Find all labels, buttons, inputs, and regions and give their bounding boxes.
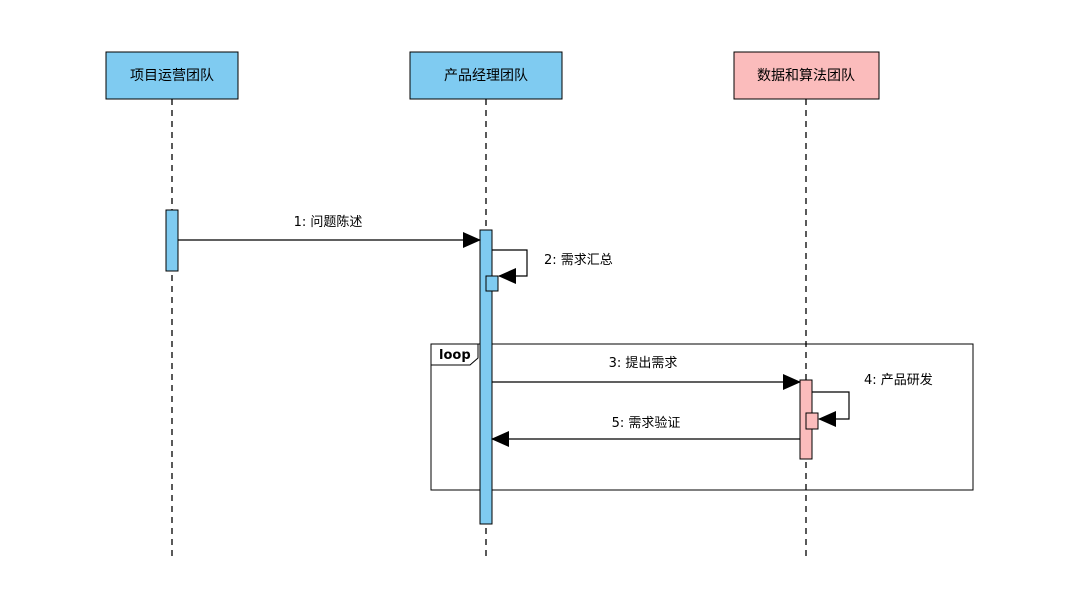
- loop-frame-label: loop: [439, 348, 471, 363]
- message-5[interactable]: 5: 需求验证: [491, 415, 800, 447]
- actor-data[interactable]: 数据和算法团队: [733, 51, 880, 100]
- activation-ops: [165, 209, 179, 272]
- message-5-label: 5: 需求验证: [612, 415, 681, 431]
- message-1-label: 1: 问题陈述: [294, 214, 363, 230]
- message-4-label: 4: 产品研发: [864, 372, 933, 388]
- message-3[interactable]: 3: 提出需求: [492, 355, 801, 390]
- actor-ops[interactable]: 项目运营团队: [105, 51, 239, 100]
- message-4-arrow: [812, 391, 850, 427]
- message-3-label: 3: 提出需求: [609, 355, 678, 371]
- message-1[interactable]: 1: 问题陈述: [178, 214, 481, 248]
- message-2[interactable]: 2: 需求汇总: [492, 249, 613, 284]
- actor-data-label: 数据和算法团队: [757, 68, 855, 84]
- actor-pm-label: 产品经理团队: [444, 68, 528, 84]
- activation-pm-nested: [485, 275, 499, 292]
- message-2-arrow: [492, 249, 528, 284]
- message-4[interactable]: 4: 产品研发: [812, 372, 933, 427]
- activation-data-nested: [805, 412, 819, 430]
- loop-frame: loop: [430, 343, 974, 491]
- activation-pm: [479, 229, 493, 525]
- actor-ops-label: 项目运营团队: [130, 68, 214, 84]
- message-2-label: 2: 需求汇总: [544, 253, 613, 268]
- actor-pm[interactable]: 产品经理团队: [409, 51, 563, 100]
